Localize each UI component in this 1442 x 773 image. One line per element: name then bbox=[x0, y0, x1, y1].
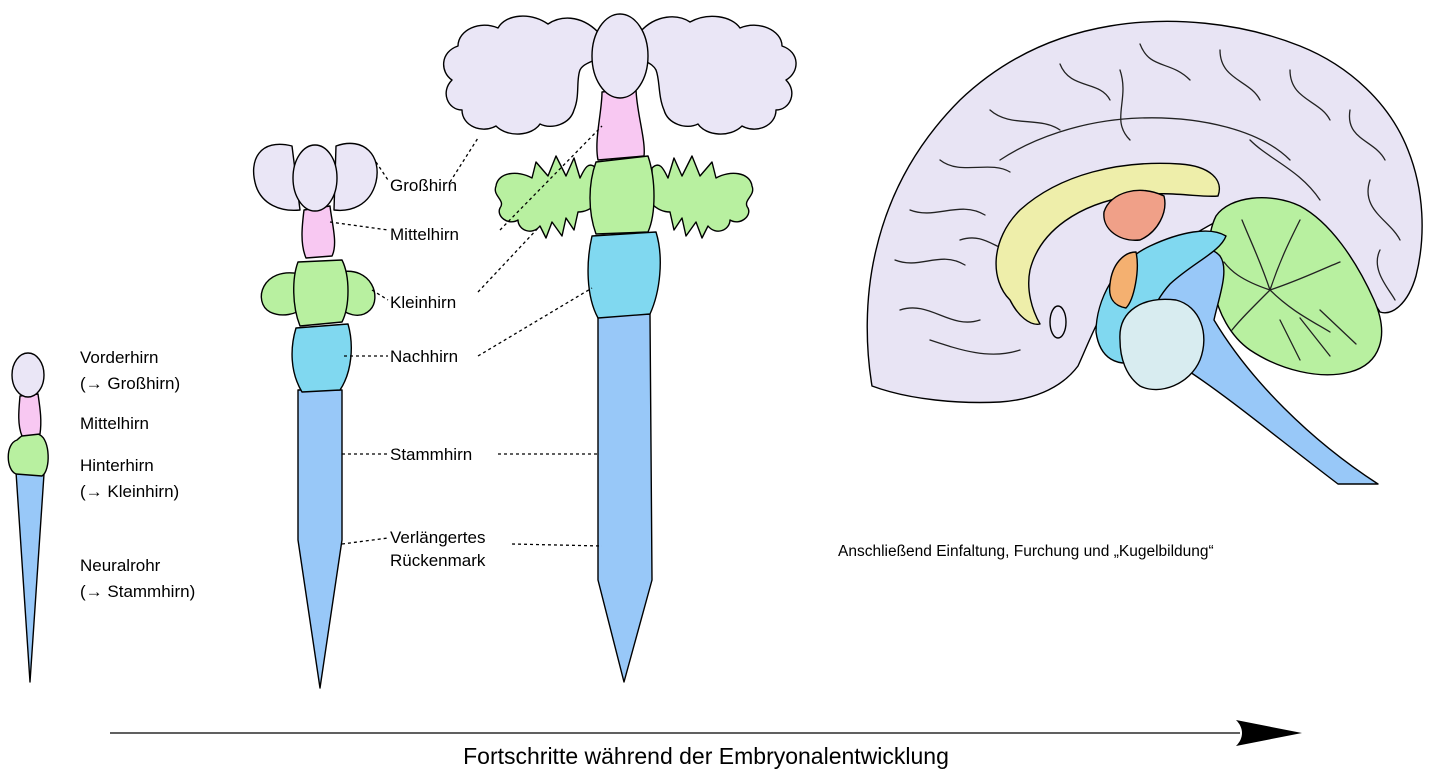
stage2-neural-tube bbox=[298, 390, 342, 688]
middle-labels: Großhirn Mittelhirn Kleinhirn Nachhirn S… bbox=[390, 176, 486, 570]
label-kleinhirn: Kleinhirn bbox=[390, 293, 456, 312]
stage1-midbrain bbox=[19, 394, 41, 436]
stage2-midbrain bbox=[302, 206, 335, 258]
stage3-cerebrum-right bbox=[640, 16, 796, 134]
stage3-hindbrain bbox=[590, 156, 654, 234]
stage2-hindbrain bbox=[294, 260, 348, 326]
label-grosshirn: Großhirn bbox=[390, 176, 457, 195]
stage2-forebrain-right bbox=[334, 143, 377, 210]
stage2-afterbrain bbox=[292, 324, 351, 392]
stage3-midbrain bbox=[597, 88, 644, 160]
stage-1-embryo bbox=[8, 353, 48, 682]
stage1-neural-tube bbox=[16, 472, 44, 682]
legend-vorderhirn-note: (→ Großhirn) bbox=[80, 374, 180, 393]
adult-brain bbox=[867, 21, 1422, 484]
stage1-hindbrain bbox=[8, 433, 48, 476]
legend-neuralrohr: Neuralrohr bbox=[80, 556, 161, 575]
legend-neuralrohr-note: (→ Stammhirn) bbox=[80, 582, 195, 601]
adult-pituitary bbox=[1050, 306, 1066, 338]
stage-2-embryo bbox=[254, 143, 378, 688]
stage3-afterbrain bbox=[588, 232, 660, 318]
adult-caption: Anschließend Einfaltung, Furchung und „K… bbox=[838, 543, 1214, 560]
label-verlaengertes: Verlängertes bbox=[390, 528, 485, 547]
label-stammhirn: Stammhirn bbox=[390, 445, 472, 464]
legend-vorderhirn: Vorderhirn bbox=[80, 348, 158, 367]
adult-pons bbox=[1120, 299, 1204, 389]
stage2-forebrain bbox=[293, 145, 337, 211]
stage3-cerebellum-right bbox=[652, 156, 753, 238]
stage3-cerebrum-left bbox=[444, 16, 598, 134]
legend-mittelhirn: Mittelhirn bbox=[80, 414, 149, 433]
stage3-neural-tube bbox=[598, 314, 652, 682]
stage-3-embryo bbox=[444, 14, 796, 682]
label-mittelhirn: Mittelhirn bbox=[390, 225, 459, 244]
stage3-cerebellum-left bbox=[495, 156, 596, 238]
arrow-label: Fortschritte während der Embryonalentwic… bbox=[463, 743, 949, 769]
legend-hinterhirn-note: (→ Kleinhirn) bbox=[80, 482, 179, 501]
label-rueckenmark: Rückenmark bbox=[390, 551, 486, 570]
stage-1-legend: Vorderhirn (→ Großhirn) Mittelhirn Hinte… bbox=[80, 348, 195, 601]
stage1-forebrain bbox=[12, 353, 44, 397]
stage3-forebrain bbox=[592, 14, 648, 98]
legend-hinterhirn: Hinterhirn bbox=[80, 456, 154, 475]
label-nachhirn: Nachhirn bbox=[390, 347, 458, 366]
